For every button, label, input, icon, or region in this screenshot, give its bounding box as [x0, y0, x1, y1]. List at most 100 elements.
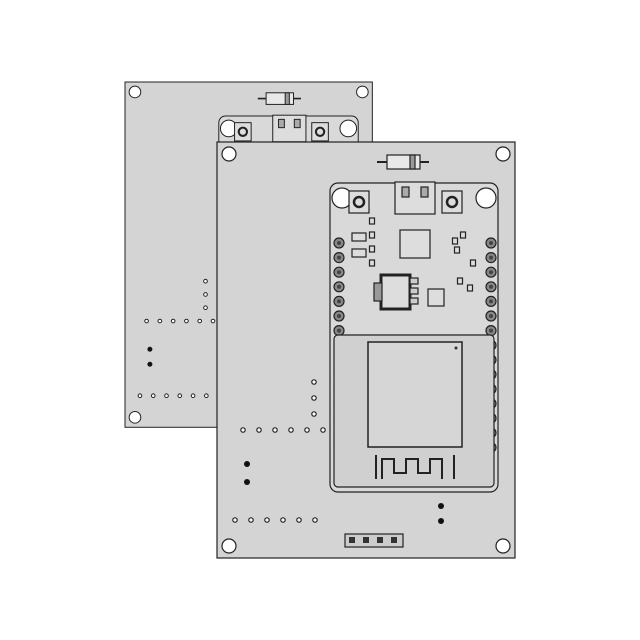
pad-hole: [489, 241, 493, 245]
pin1-marker: [454, 346, 458, 350]
smd-component: [456, 277, 464, 285]
via: [177, 393, 183, 399]
front-board: [216, 141, 516, 559]
via: [232, 517, 238, 523]
usb-connector: [394, 181, 436, 215]
regulator-pin: [409, 277, 419, 285]
pad-hole: [337, 241, 341, 245]
mounting-hole: [495, 538, 511, 554]
pad-hole: [489, 314, 493, 318]
via: [311, 379, 317, 385]
via: [311, 411, 317, 417]
smd-component: [368, 245, 376, 253]
regulator-pin: [409, 297, 419, 305]
via: [256, 427, 262, 433]
via: [157, 318, 163, 324]
transistor: [351, 248, 367, 258]
pad-hole: [337, 328, 341, 333]
usb-tab: [401, 186, 410, 198]
pad-hole: [489, 270, 493, 275]
pin-header: [344, 533, 404, 548]
via: [197, 318, 203, 324]
diode-band: [409, 154, 416, 170]
header-pin: [377, 537, 383, 543]
pad-hole: [337, 255, 341, 260]
header-pin: [363, 537, 369, 543]
via: [304, 427, 310, 433]
via: [264, 517, 270, 523]
via: [288, 427, 294, 433]
pad-hole: [337, 299, 341, 304]
devkit-hole: [339, 119, 358, 138]
devkit-hole: [475, 187, 497, 209]
via: [190, 393, 196, 399]
black-via: [147, 361, 153, 367]
voltage-regulator: [379, 273, 412, 311]
transistor: [351, 232, 367, 242]
pcb-antenna: [375, 455, 455, 479]
header-pin: [349, 537, 355, 543]
smd-component: [368, 231, 376, 239]
via: [144, 318, 149, 324]
pad-hole: [337, 314, 341, 318]
header-pin: [391, 537, 397, 543]
via: [240, 427, 246, 433]
usb-connector: [272, 114, 307, 143]
via: [204, 393, 209, 399]
via: [137, 393, 143, 399]
button-cap: [445, 195, 459, 209]
mounting-hole: [356, 85, 369, 99]
mounting-hole: [495, 146, 511, 162]
via: [210, 318, 216, 324]
via: [248, 517, 254, 523]
via: [203, 305, 208, 311]
via: [184, 318, 189, 324]
via: [312, 517, 318, 523]
regulator-tab: [373, 282, 383, 302]
diode-band: [284, 92, 290, 105]
smd-component: [459, 231, 467, 239]
smd-component: [368, 259, 376, 267]
pad-hole: [337, 284, 341, 289]
via: [150, 393, 156, 399]
smd-component: [453, 246, 461, 254]
via: [164, 393, 169, 399]
pad-hole: [489, 299, 493, 304]
usb-tab: [420, 186, 429, 198]
via: [170, 318, 176, 324]
black-via: [438, 503, 444, 509]
via: [320, 427, 326, 433]
pad-hole: [489, 328, 493, 333]
usb-tab: [278, 118, 285, 129]
pad-hole: [489, 284, 493, 289]
mounting-hole: [221, 538, 237, 554]
via: [311, 395, 317, 401]
black-via: [147, 346, 153, 352]
via: [296, 517, 302, 523]
via: [272, 427, 278, 433]
regulator-pin: [409, 287, 419, 295]
smd-component: [368, 217, 376, 225]
diode-body: [265, 92, 294, 105]
button-cap: [314, 126, 326, 137]
pad-hole: [489, 255, 493, 260]
esp-devkit-module: [329, 181, 499, 493]
mounting-hole: [221, 146, 237, 162]
mounting-hole: [128, 85, 142, 99]
pad-hole: [337, 270, 341, 275]
usb-uart-chip: [399, 229, 431, 259]
black-via: [438, 518, 444, 524]
inductor: [427, 288, 445, 307]
usb-tab: [293, 118, 301, 129]
button-cap: [237, 126, 249, 137]
black-via: [244, 479, 250, 485]
via: [280, 517, 286, 523]
smd-component: [469, 259, 477, 267]
smd-component: [466, 284, 474, 292]
rf-shield: [367, 341, 463, 448]
via: [203, 278, 208, 284]
mounting-hole: [128, 411, 142, 424]
smd-component: [451, 237, 459, 245]
black-via: [244, 461, 250, 467]
